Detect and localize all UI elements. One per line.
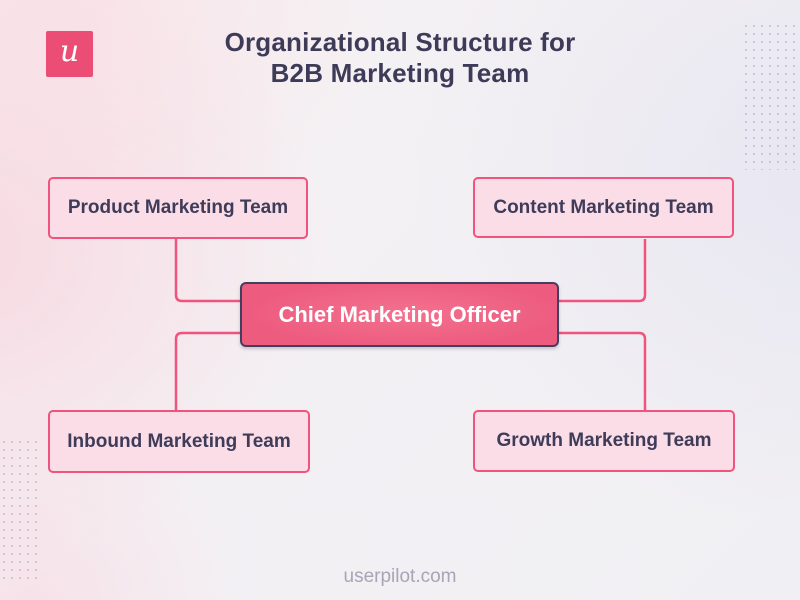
page-title-line1: Organizational Structure for [224,27,576,57]
page-title: Organizational Structure for B2B Marketi… [0,27,800,89]
connector-cmo-to-inbound [174,331,240,410]
connector-content-to-cmo [559,239,647,303]
node-product-marketing-team: Product Marketing Team [48,177,308,239]
page-title-line2: B2B Marketing Team [270,58,530,88]
node-content-marketing-team: Content Marketing Team [473,177,734,238]
dot-pattern-bottom-left [0,438,38,583]
footer-website-url: userpilot.com [343,566,457,587]
dot-pattern-top-right [742,22,800,170]
connector-product-to-cmo [174,239,240,303]
node-label: Chief Marketing Officer [278,301,521,327]
node-label: Inbound Marketing Team [67,430,291,452]
node-growth-marketing-team: Growth Marketing Team [473,410,735,472]
connector-cmo-to-growth [559,331,647,410]
logo-letter: u [59,34,80,69]
userpilot-logo-icon: u [46,31,93,77]
node-label: Product Marketing Team [67,197,289,218]
node-label: Content Marketing Team [493,196,714,218]
node-label: Growth Marketing Team [496,430,712,451]
node-inbound-marketing-team: Inbound Marketing Team [48,410,310,473]
node-chief-marketing-officer: Chief Marketing Officer [240,282,559,347]
